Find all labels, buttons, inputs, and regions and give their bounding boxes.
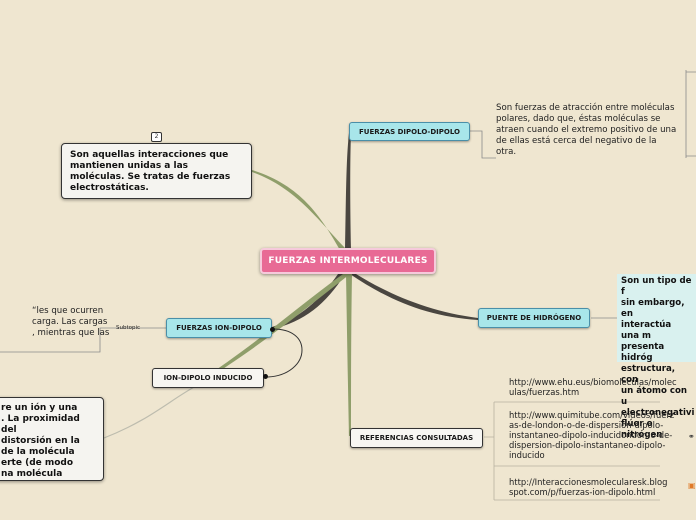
puente-note-line: sin embargo, en	[621, 298, 685, 319]
link-line: spot.com/p/fuerzas-ion-dipolo.html	[509, 487, 656, 497]
ion-dipolo-inducido-card[interactable]: re un ión y una . La proximidad del dist…	[0, 397, 104, 481]
subtopic-label: Subtopic	[116, 325, 141, 331]
link-line: dispersion-dipolo-instantaneo-dipolo-	[509, 440, 666, 450]
collapse-toggle-dot[interactable]	[270, 327, 275, 332]
link-line: ulas/fuerzas.htm	[509, 387, 580, 397]
blog-icon[interactable]: ▣	[688, 481, 696, 490]
ion-dipolo-note-line: carga. Las cargas	[32, 317, 108, 327]
definition-text: Son aquellas interacciones que mantienen…	[70, 150, 231, 193]
inducido-note-line: re un ión y una	[1, 403, 78, 413]
puente-note-line: estructura, con	[621, 364, 676, 385]
inducido-note-line: na molécula	[1, 469, 63, 479]
puente-note-line: presenta hidróg	[621, 342, 665, 363]
inducido-note-line: distorsión en la	[1, 436, 80, 446]
puente-hidrogeno-note: Son un tipo de f sin embargo, en interac…	[617, 274, 696, 440]
topic-referencias-consultadas[interactable]: REFERENCIAS CONSULTADAS	[350, 428, 483, 448]
link-line: http://Interaccionesmolecularesk.blog	[509, 477, 668, 487]
branch-referencias	[346, 274, 352, 436]
reference-link-2[interactable]: http://www.quimitube.com/videos/fuerz as…	[509, 410, 674, 460]
link-icon[interactable]: ⚭	[688, 432, 695, 441]
inducido-note-line: . La proximidad del	[1, 414, 80, 435]
collapse-toggle-dot[interactable]	[263, 374, 268, 379]
puente-note-line: Son un tipo de f	[621, 276, 692, 297]
link-line: as-de-london-o-de-dispersion-dipolo-	[509, 420, 664, 430]
topic-ion-dipolo[interactable]: FUERZAS ION-DIPOLO	[166, 318, 272, 338]
puente-note-line: electronegativi	[621, 408, 695, 418]
branch-definition	[252, 170, 347, 250]
dipolo-dipolo-note: Son fuerzas de atracción entre moléculas…	[496, 103, 677, 157]
central-topic[interactable]: FUERZAS INTERMOLECULARES	[260, 248, 436, 274]
topic-dipolo-dipolo[interactable]: FUERZAS DIPOLO-DIPOLO	[349, 122, 470, 141]
branch-dipolo-dipolo	[345, 133, 351, 250]
reference-link-1[interactable]: http://www.ehu.eus/biomoleculas/molec ul…	[509, 377, 677, 397]
inducido-note-line: erte (de modo	[1, 458, 74, 468]
ion-dipolo-note-line: , mientras que las	[32, 328, 110, 338]
topic-puente-de-hidrogeno[interactable]: PUENTE DE HIDRÓGENO	[478, 308, 590, 328]
ion-dipolo-note-line: “les que ocurren	[32, 306, 104, 316]
comment-count-badge[interactable]: 2	[151, 132, 162, 142]
link-line: instantaneo-dipolo-inducidondon-o-de-	[509, 430, 673, 440]
puente-note-line: interactúa una m	[621, 320, 672, 341]
link-line: http://www.quimitube.com/videos/fuerz	[509, 410, 675, 420]
topic-ion-dipolo-inducido[interactable]: ION-DIPOLO INDUCIDO	[152, 368, 264, 388]
link-line: inducido	[509, 450, 545, 460]
branch-puente	[350, 274, 478, 320]
inducido-note-line: de la molécula	[1, 447, 75, 457]
definition-card[interactable]: Son aquellas interacciones que mantienen…	[61, 143, 252, 199]
puente-note-line: un átomo con u	[621, 386, 688, 407]
puente-note-line: flúor o nitrógen	[621, 419, 663, 440]
ion-dipolo-note: “les que ocurren carga. Las cargas , mie…	[0, 306, 110, 339]
link-line: http://www.ehu.eus/biomoleculas/molec	[509, 377, 677, 387]
reference-link-3[interactable]: http://Interaccionesmolecularesk.blog sp…	[509, 477, 667, 497]
